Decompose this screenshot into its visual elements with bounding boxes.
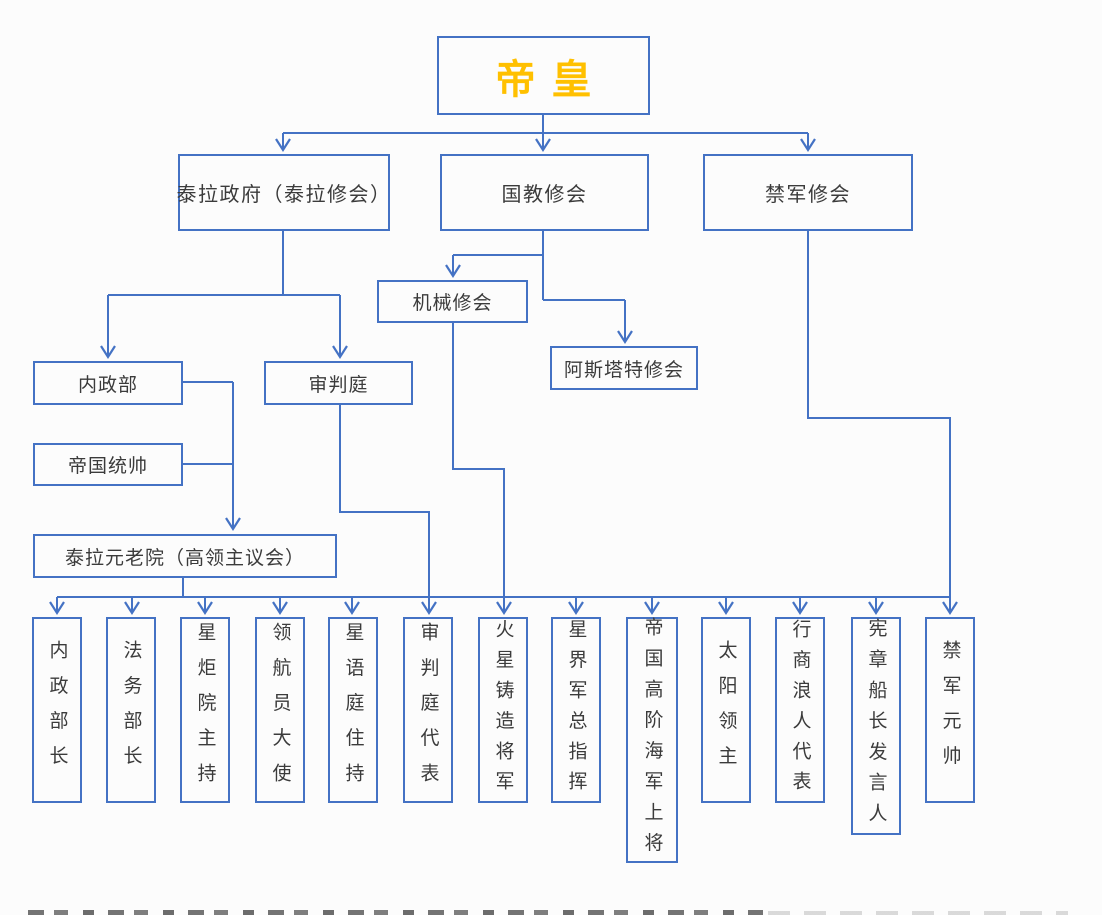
node-imperial-commander: 帝国统帅 bbox=[33, 443, 183, 486]
node-speaker-for-the-sun: 太阳领主 bbox=[701, 617, 751, 803]
node-tribunal: 审判庭 bbox=[264, 361, 413, 405]
node-astra-telepathica-master: 星语庭住持 bbox=[328, 617, 378, 803]
node-terra-government: 泰拉政府（泰拉修会） bbox=[177, 154, 390, 231]
cropped-text-strip-light bbox=[768, 911, 1068, 915]
node-interior-minister: 内政部长 bbox=[32, 617, 82, 803]
node-mechanicus-order: 机械修会 bbox=[377, 280, 528, 323]
node-rogue-trader-representative: 行商浪人代表 bbox=[775, 617, 825, 803]
node-state-church: 国教修会 bbox=[440, 154, 649, 231]
node-fabricator-general: 火星铸造将军 bbox=[478, 617, 528, 803]
node-lord-high-admiral: 帝国高阶海军上将 bbox=[626, 617, 678, 863]
cropped-text-strip bbox=[28, 910, 763, 915]
node-terra-senate: 泰拉元老院（高领主议会） bbox=[33, 534, 337, 578]
node-astra-militarum-commander: 星界军总指挥 bbox=[551, 617, 601, 803]
node-emperor: 帝皇 bbox=[437, 36, 650, 115]
node-custodes-marshal: 禁军元帅 bbox=[925, 617, 975, 803]
node-inquisition-representative: 审判庭代表 bbox=[403, 617, 453, 803]
node-navigator-ambassador: 领航员大使 bbox=[255, 617, 305, 803]
node-interior-ministry: 内政部 bbox=[33, 361, 183, 405]
node-astartes-order: 阿斯塔特修会 bbox=[550, 346, 698, 390]
node-custodes-order: 禁军修会 bbox=[703, 154, 913, 231]
node-justice-minister: 法务部长 bbox=[106, 617, 156, 803]
node-chartist-captain-speaker: 宪章船长发言人 bbox=[851, 617, 901, 835]
node-astronomican-master: 星炬院主持 bbox=[180, 617, 230, 803]
